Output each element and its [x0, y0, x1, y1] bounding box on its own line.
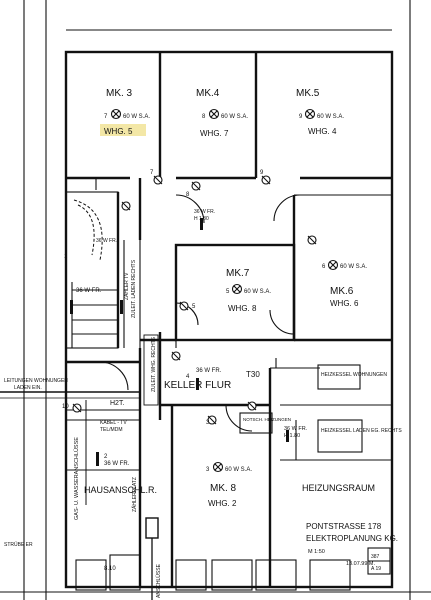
fluorescent-fixtures: [70, 218, 289, 466]
stair-lamp-label: 36 W FR.: [76, 288, 102, 294]
schacht-label: ANSCHLÜSSE: [155, 563, 162, 598]
staircase: [65, 191, 141, 349]
zaehler-label: ZÄHLERPLATZ: [131, 477, 138, 512]
zuleit-whg-label: ZULEIT. WHG. RECHTS: [151, 336, 157, 392]
room-mk3-flat: WHG. 5: [104, 127, 133, 136]
heizkessel-laden-box: [317, 419, 363, 453]
stair-lamp2-label: 36 W FR.: [96, 238, 117, 244]
room-mk6-flat: WHG. 6: [330, 299, 359, 308]
lamp-mk5: [304, 108, 316, 120]
room-mk8-flat: WHG. 2: [208, 499, 237, 508]
room-mk8-lamp: 60 W S.A.: [225, 467, 252, 473]
room-mk5-flat: WHG. 4: [308, 127, 337, 136]
room-mk5-lamp: 60 W S.A.: [317, 114, 344, 120]
title-sheet-bottom: A 19: [371, 566, 381, 572]
title-address: PONTSTRASSE 178: [306, 522, 382, 531]
hausanschl-lamp-label: 36 W FR.: [104, 461, 130, 467]
room-mk7-num: 5: [226, 289, 230, 295]
title-planning: ELEKTROPLANUNG KG.: [306, 534, 398, 543]
room-mk4-name: MK.4: [196, 88, 220, 99]
heizung-lamp-sub-label: H 1.80: [284, 433, 300, 439]
circuit-num-5: 5: [192, 304, 196, 310]
kabel-tv-label: KABEL - TV: [100, 420, 127, 426]
mk7-lamp-top-label: 36 W FR.: [194, 209, 215, 215]
room-mk4-num: 8: [202, 114, 206, 120]
lamp-mk4: [208, 108, 220, 120]
lamp-mk8: [212, 461, 224, 473]
room-mk7-lamp: 60 W S.A.: [244, 289, 271, 295]
circuit-num-8: 8: [186, 192, 190, 198]
room-mk6-num: 6: [322, 264, 326, 270]
dimension-label: 8.10: [104, 566, 116, 572]
room-mk4-lamp: 60 W S.A.: [221, 114, 248, 120]
heizung-lamp-label: 36 W FR.: [284, 426, 308, 432]
lamp-mk6: [327, 259, 339, 271]
window-wells: [75, 554, 351, 591]
switch-symbols: [72, 175, 317, 425]
title-sheet-top: 387: [371, 554, 380, 560]
leitungen2-label: LADEN EIN.: [14, 385, 42, 391]
leitungen-label: LEITUNGEN WOHNUNGEN: [4, 378, 68, 384]
circuit-num-7: 7: [150, 170, 154, 176]
heizkessel-wohn-label: HEIZKESSEL WOHNUNGEN: [321, 372, 387, 378]
room-hausanschl: HAUSANSCHL.R.: [84, 485, 157, 495]
door-t30-label: T30: [246, 370, 260, 379]
title-date: 13.07.99 M.: [346, 561, 376, 567]
room-mk7-flat: WHG. 8: [228, 304, 257, 313]
top-rooms-walls: [66, 52, 392, 240]
bottom-left-label: STRÜBE ER: [4, 541, 33, 548]
heizkessel-laden-label: HEIZKESSEL LADEN EG. RECHTS: [321, 428, 402, 434]
room-mk3-lamp: 60 W S.A.: [123, 114, 150, 120]
room-mk6-name: MK.6: [330, 286, 354, 297]
circuit-num-9: 9: [260, 170, 264, 176]
zaehler2-label: ZÄHLER TV: [123, 272, 130, 300]
flur-lamp-label: 36 W FR.: [196, 368, 222, 374]
middle-rooms-walls: [140, 194, 392, 348]
circuit-num-1: 1: [64, 254, 68, 260]
room-keller-flur: KELLER FLUR: [164, 380, 231, 391]
room-mk6-lamp: 60 W S.A.: [340, 264, 367, 270]
lamp-mk7: [231, 283, 243, 295]
h2t-label: H2T.: [110, 400, 124, 407]
room-mk8-name: MK. 8: [210, 483, 237, 494]
room-mk3-name: MK. 3: [106, 88, 133, 99]
mk7-lamp-sub-label: H 1.80: [194, 216, 209, 222]
flur-lamp-num: 4: [186, 374, 190, 380]
room-mk8-num: 3: [206, 467, 210, 473]
room-mk5-num: 9: [299, 114, 303, 120]
room-mk3-num: 7: [104, 114, 108, 120]
tel-modem-label: TEL/MDM: [100, 427, 123, 433]
lamp-mk3: [110, 108, 122, 120]
title-scale: M 1:50: [308, 549, 325, 555]
gas-wasser-label: GAS- U. WASSERANSCHLÜSSE: [73, 437, 80, 520]
notschalter-box: [239, 412, 273, 434]
heizkessel-wohn-box: [317, 364, 361, 390]
hausanschl-lamp-num: 2: [104, 454, 108, 460]
flat-highlight: [100, 124, 146, 136]
room-mk4-flat: WHG. 7: [200, 129, 229, 138]
door-swings: [99, 194, 301, 432]
room-mk5-name: MK.5: [296, 88, 320, 99]
lower-walls: [66, 332, 392, 587]
circuit-num-3: 3: [206, 420, 210, 426]
circuit-num-10: 10: [62, 404, 69, 410]
wiring-column: [0, 334, 159, 600]
room-mk7-name: MK.7: [226, 268, 250, 279]
room-heizungsraum: HEIZUNGSRAUM: [302, 483, 375, 493]
notschalter-label: NOTSCH. HEIZUNGEN: [243, 417, 291, 422]
zuleit-laden-label: ZULEIT. LADEN RECHTS: [131, 259, 137, 318]
